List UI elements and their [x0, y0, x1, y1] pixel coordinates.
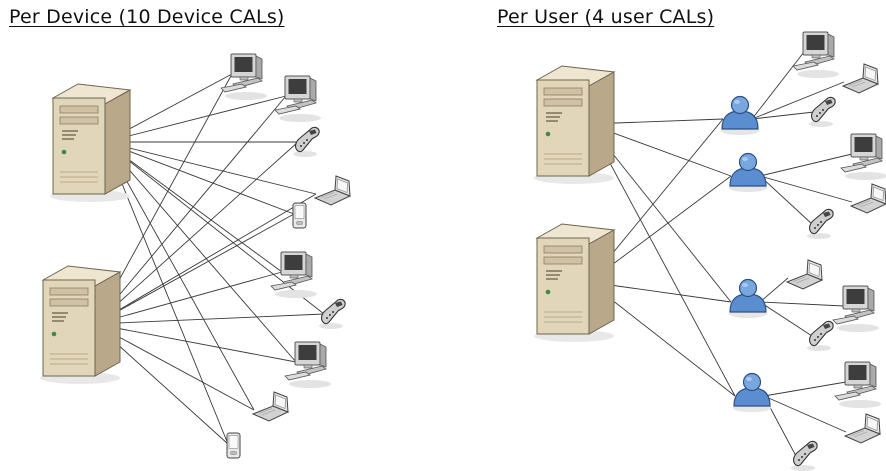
user-device-line — [759, 153, 853, 177]
desktop-computer-icon — [284, 341, 332, 389]
user-icon — [728, 152, 768, 193]
laptop-icon — [844, 413, 881, 444]
device-connection-line — [94, 323, 297, 363]
mobile-phone-icon — [806, 208, 834, 240]
device-connection-line — [94, 271, 283, 325]
laptop-icon — [314, 175, 351, 206]
device-connection-line — [94, 141, 299, 325]
device-connection-line — [104, 141, 295, 215]
mobile-phone-icon — [808, 96, 836, 128]
mobile-phone-icon — [806, 320, 834, 352]
icons-layer — [39, 31, 886, 471]
device-connection-line — [94, 193, 317, 325]
user-device-line — [751, 51, 805, 120]
desktop-computer-icon — [220, 53, 268, 101]
user-device-line — [751, 81, 845, 120]
user-device-line — [759, 175, 813, 225]
device-connection-line — [104, 141, 229, 445]
user-connection-line — [588, 123, 736, 397]
per-device-title: Per Device (10 Device CALs) — [9, 6, 285, 28]
desktop-computer-icon — [834, 361, 882, 409]
per-user-title: Per User (4 user CALs) — [497, 6, 715, 28]
device-connection-line — [104, 141, 325, 315]
device-connection-line — [104, 95, 287, 143]
desktop-computer-icon — [832, 285, 880, 333]
user-device-line — [759, 301, 813, 337]
mobile-phone-icon — [790, 440, 818, 471]
device-connection-line — [94, 313, 325, 325]
user-device-line — [759, 277, 789, 303]
desktop-computer-icon — [270, 251, 318, 299]
desktop-computer-icon — [840, 133, 886, 181]
pda-icon — [292, 202, 307, 229]
server-icon — [49, 83, 131, 203]
user-device-line — [763, 381, 847, 397]
desktop-computer-icon — [274, 75, 322, 123]
user-device-line — [751, 111, 815, 120]
mobile-phone-icon — [292, 126, 320, 158]
pda-icon — [226, 432, 241, 459]
server-icon — [39, 265, 121, 385]
server-icon — [533, 223, 615, 343]
device-connection-line — [104, 141, 297, 363]
laptop-icon — [252, 391, 289, 422]
laptop-icon — [786, 259, 823, 290]
mobile-phone-icon — [318, 298, 346, 330]
user-device-line — [759, 175, 853, 203]
laptop-icon — [850, 183, 886, 214]
device-connection-line — [94, 95, 287, 325]
server-icon — [533, 65, 615, 185]
user-icon — [720, 95, 760, 136]
user-device-line — [763, 395, 847, 433]
laptop-icon — [842, 63, 879, 94]
user-icon — [728, 278, 768, 319]
desktop-computer-icon — [792, 31, 840, 79]
device-connection-line — [104, 141, 255, 411]
device-connection-line — [104, 141, 317, 195]
device-connection-line — [94, 213, 295, 325]
user-device-line — [759, 301, 845, 307]
device-connection-line — [94, 323, 255, 411]
user-icon — [732, 372, 772, 413]
